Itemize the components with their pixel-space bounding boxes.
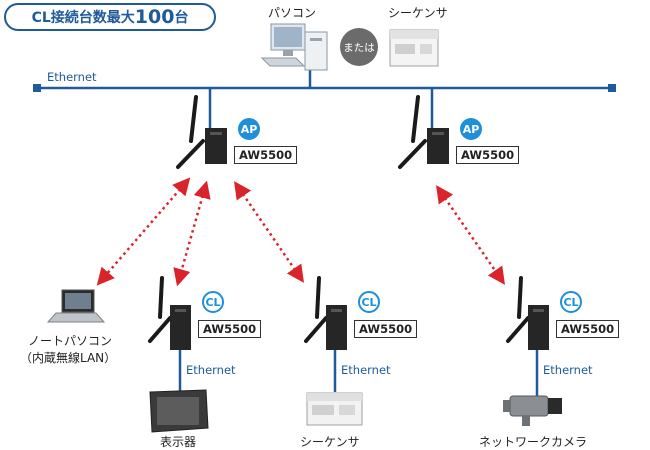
cl-model-label: AW5500 <box>198 320 262 338</box>
title-number: 100 <box>134 6 175 28</box>
desktop-pc-icon <box>260 23 328 71</box>
pc-label: パソコン <box>268 6 317 20</box>
cl-router-2-icon <box>304 276 347 392</box>
display-panel-icon <box>149 389 209 433</box>
laptop-icon <box>46 289 106 323</box>
title-suffix: 台 <box>174 10 189 26</box>
wireless-links <box>96 177 505 287</box>
cl-model-label: AW5500 <box>556 320 620 338</box>
ap-router-2-icon <box>398 95 449 169</box>
cl-model-label: AW5500 <box>354 320 418 338</box>
network-camera-label: ネットワークカメラ <box>479 435 588 449</box>
wireless-link-cl2 <box>234 181 304 283</box>
sequencer-top-icon <box>389 29 439 67</box>
or-label: または <box>340 28 378 66</box>
wireless-link-laptop <box>96 177 191 286</box>
ethernet-backbone <box>33 68 616 128</box>
cl-ethernet-label: Ethernet <box>543 363 593 377</box>
sequencer-bottom-icon <box>306 392 363 426</box>
cl-router-1-icon <box>148 276 191 392</box>
cl-badge: CL <box>358 291 380 313</box>
network-camera-icon <box>503 395 562 426</box>
cl-ethernet-label: Ethernet <box>186 363 236 377</box>
cl-ethernet-label: Ethernet <box>341 363 391 377</box>
display-panel-label: 表示器 <box>160 435 197 449</box>
title-prefix: CL接続台数最大 <box>31 10 135 26</box>
ap-badge: AP <box>460 118 482 140</box>
cl-badge: CL <box>560 291 582 313</box>
cl-router-3-icon <box>506 276 549 396</box>
sequencer-bottom-label: シーケンサ <box>300 435 360 449</box>
wireless-link-cl1 <box>173 180 211 287</box>
ap-router-1-icon <box>176 95 227 169</box>
ap-model-label: AW5500 <box>234 146 298 164</box>
cl-badge: CL <box>202 291 224 313</box>
sequencer-top-label: シーケンサ <box>388 6 448 20</box>
wireless-link-cl3 <box>436 185 505 285</box>
ap-model-label: AW5500 <box>456 146 520 164</box>
laptop-label-line1: ノートパソコン <box>28 334 113 348</box>
laptop-label-line2: （内蔵無線LAN） <box>20 351 117 365</box>
backbone-label: Ethernet <box>47 70 97 84</box>
ap-badge: AP <box>238 118 260 140</box>
